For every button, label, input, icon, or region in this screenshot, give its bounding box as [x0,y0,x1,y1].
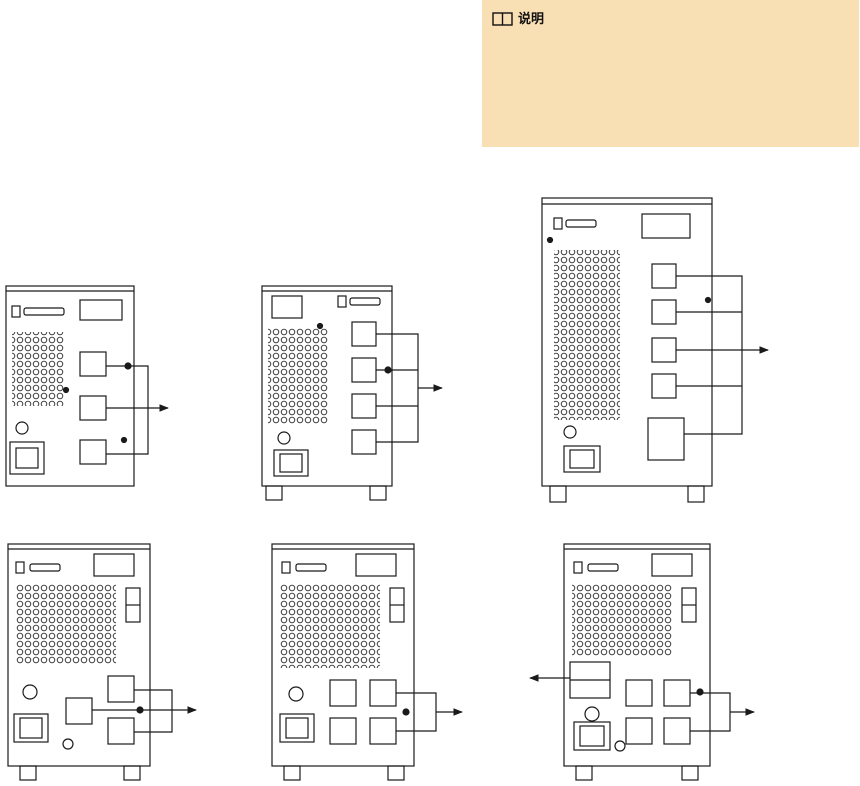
unit-4-serial-port [29,563,61,572]
unit-4-label-plate [93,553,135,577]
unit-3-foot-right [687,485,705,503]
ups-unit-2 [261,285,443,501]
unit-1-vent-grille [12,332,64,406]
ups-unit-1 [5,285,169,487]
unit-2-serial-port [349,297,381,306]
unit-4-outlet-1 [65,697,93,725]
unit-2-ac-inlet [273,449,309,477]
unit-5-comm-port [281,561,291,574]
unit-2-foot-left [265,485,283,501]
note-header: 说明 [492,12,544,26]
unit-6-outlet-1 [625,679,653,707]
unit-6-vent-grille [572,584,672,656]
unit-2-breaker [277,431,291,445]
unit-2-foot-right [369,485,387,501]
note-title: 说明 [518,11,545,27]
unit-6-serial-port [587,563,619,572]
unit-2-label-plate [271,295,303,319]
unit-3-vent-grille [554,250,620,420]
unit-5-vent-grille [280,584,380,668]
unit-2-cabinet [261,285,393,487]
unit-6-breaker [584,706,600,722]
unit-1-outlet-1 [79,351,107,377]
unit-5-foot-right [387,765,405,781]
unit-2-vent-grille [268,328,328,424]
unit-3-terminal-block [647,417,685,461]
ups-unit-3 [541,197,769,503]
book-icon [492,12,513,26]
unit-2-comm-port [337,295,347,308]
unit-6-outlet-2 [663,679,691,707]
unit-5-ac-inlet [279,713,315,743]
unit-6-outlet-4 [663,717,691,745]
ups-unit-5 [271,543,463,781]
unit-4-foot-left [19,765,37,781]
unit-6-foot-right [681,765,699,781]
unit-3-foot-left [549,485,567,503]
unit-3-outlet-1 [651,263,677,289]
unit-3-outlet-2 [651,299,677,325]
ups-unit-4 [7,543,197,781]
unit-6-comm-port [573,561,583,574]
unit-5-label-plate [355,553,397,577]
unit-6-label-plate [651,553,693,577]
unit-3-breaker [563,425,577,439]
unit-4-outlet-2 [107,675,135,703]
unit-6-foot-left [575,765,593,781]
unit-4-breaker [22,684,38,700]
note-box: 说明 [482,0,859,147]
unit-1-serial-port [23,307,65,316]
unit-5-cabinet [271,543,415,767]
unit-4-vent-grille [16,584,116,664]
unit-6-outlet-3 [625,717,653,745]
unit-2-outlet-2 [351,357,377,383]
unit-2-outlet-4 [351,429,377,455]
unit-4-comm-port [15,561,25,574]
unit-3-comm-port [553,217,563,230]
unit-3-outlet-4 [651,373,677,399]
unit-3-label-plate [641,213,691,239]
unit-1-comm-port [11,305,21,318]
unit-1-screw [62,386,70,394]
unit-3-cabinet [541,197,713,487]
unit-5-outlet-2 [369,679,397,707]
unit-3-ac-inlet [563,445,601,473]
unit-6-cabinet [563,543,711,767]
unit-5-outlet-4 [369,717,397,745]
unit-2-outlet-3 [351,393,377,419]
ups-unit-6 [529,543,755,781]
unit-5-junction [402,708,410,716]
unit-5-serial-port [295,563,327,572]
unit-1-outlet-3 [79,439,107,465]
unit-5-outlet-3 [329,717,357,745]
unit-5-breaker [288,686,304,702]
unit-4-outlet-3 [107,717,135,745]
unit-5-outlet-1 [329,679,357,707]
unit-6-junction [696,688,704,696]
unit-4-ac-inlet [13,713,49,743]
unit-3-serial-port [565,219,597,228]
unit-1-cabinet [5,285,135,487]
unit-4-cabinet [7,543,151,767]
unit-3-outlet-3 [651,337,677,363]
unit-1-outlet-2 [79,395,107,421]
unit-1-breaker [15,421,29,435]
unit-1-label-plate [79,299,123,321]
unit-1-ac-inlet [9,441,45,475]
unit-5-foot-left [283,765,301,781]
unit-6-ac-inlet [573,721,611,751]
unit-4-foot-right [123,765,141,781]
unit-2-outlet-1 [351,321,377,347]
